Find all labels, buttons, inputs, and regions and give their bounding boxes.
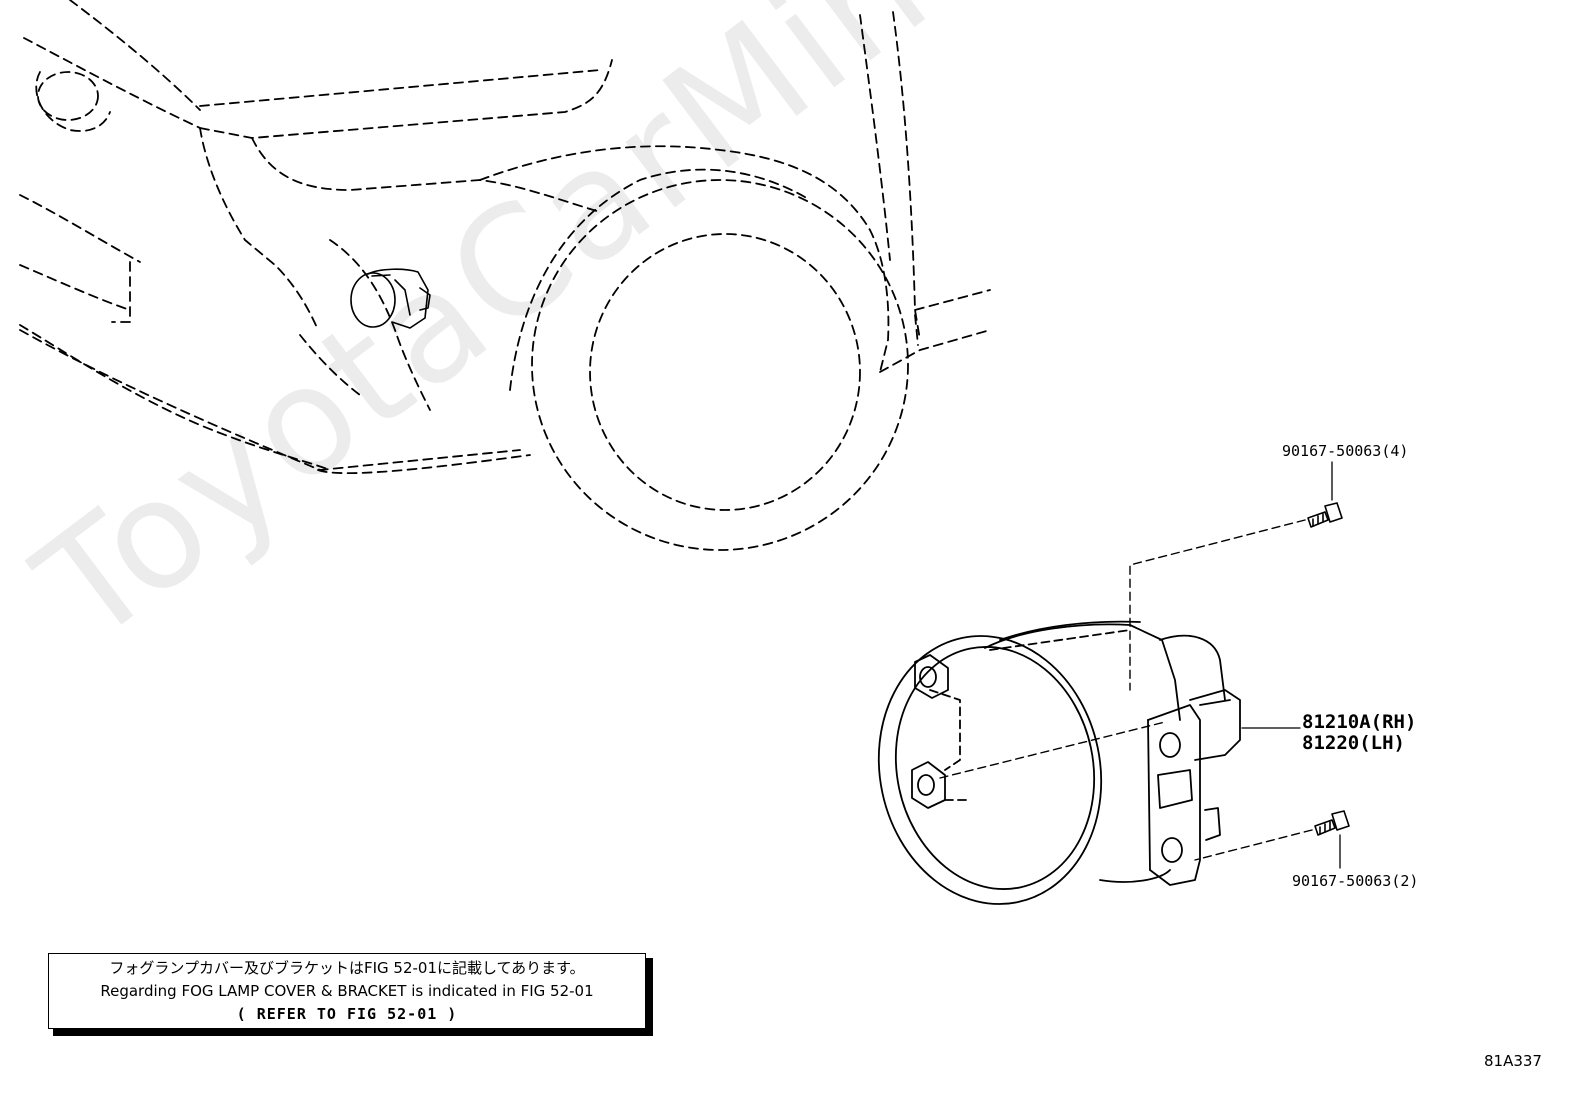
part-label-bolt-lower: 90167-50063(2) xyxy=(1292,872,1419,890)
part-label-bolt-upper: 90167-50063(4) xyxy=(1282,442,1409,460)
part-label-fog-lamp-lh: 81220(LH) xyxy=(1302,732,1405,754)
fog-lamp-assembly xyxy=(877,620,1241,905)
note-english-text: Regarding FOG LAMP COVER & BRACKET is in… xyxy=(100,982,594,1000)
vehicle-front-outline xyxy=(19,0,991,551)
bolt-upper xyxy=(1307,502,1343,528)
part-label-fog-lamp-rh: 81210A(RH) xyxy=(1302,711,1417,733)
note-reference-text: ( REFER TO FIG 52-01 ) xyxy=(236,1005,458,1023)
figure-code: 81A337 xyxy=(1484,1052,1542,1070)
fog-lamp-on-vehicle xyxy=(350,268,431,329)
reference-note-box: フォグランプカバー及びブラケットはFIG 52-01に記載してあります。 Reg… xyxy=(48,953,646,1029)
note-japanese-text: フォグランプカバー及びブラケットはFIG 52-01に記載してあります。 xyxy=(109,959,585,977)
label-leader-lines xyxy=(1241,461,1341,869)
bolt-lower xyxy=(1314,810,1350,836)
assembly-leader-lines xyxy=(939,519,1313,861)
